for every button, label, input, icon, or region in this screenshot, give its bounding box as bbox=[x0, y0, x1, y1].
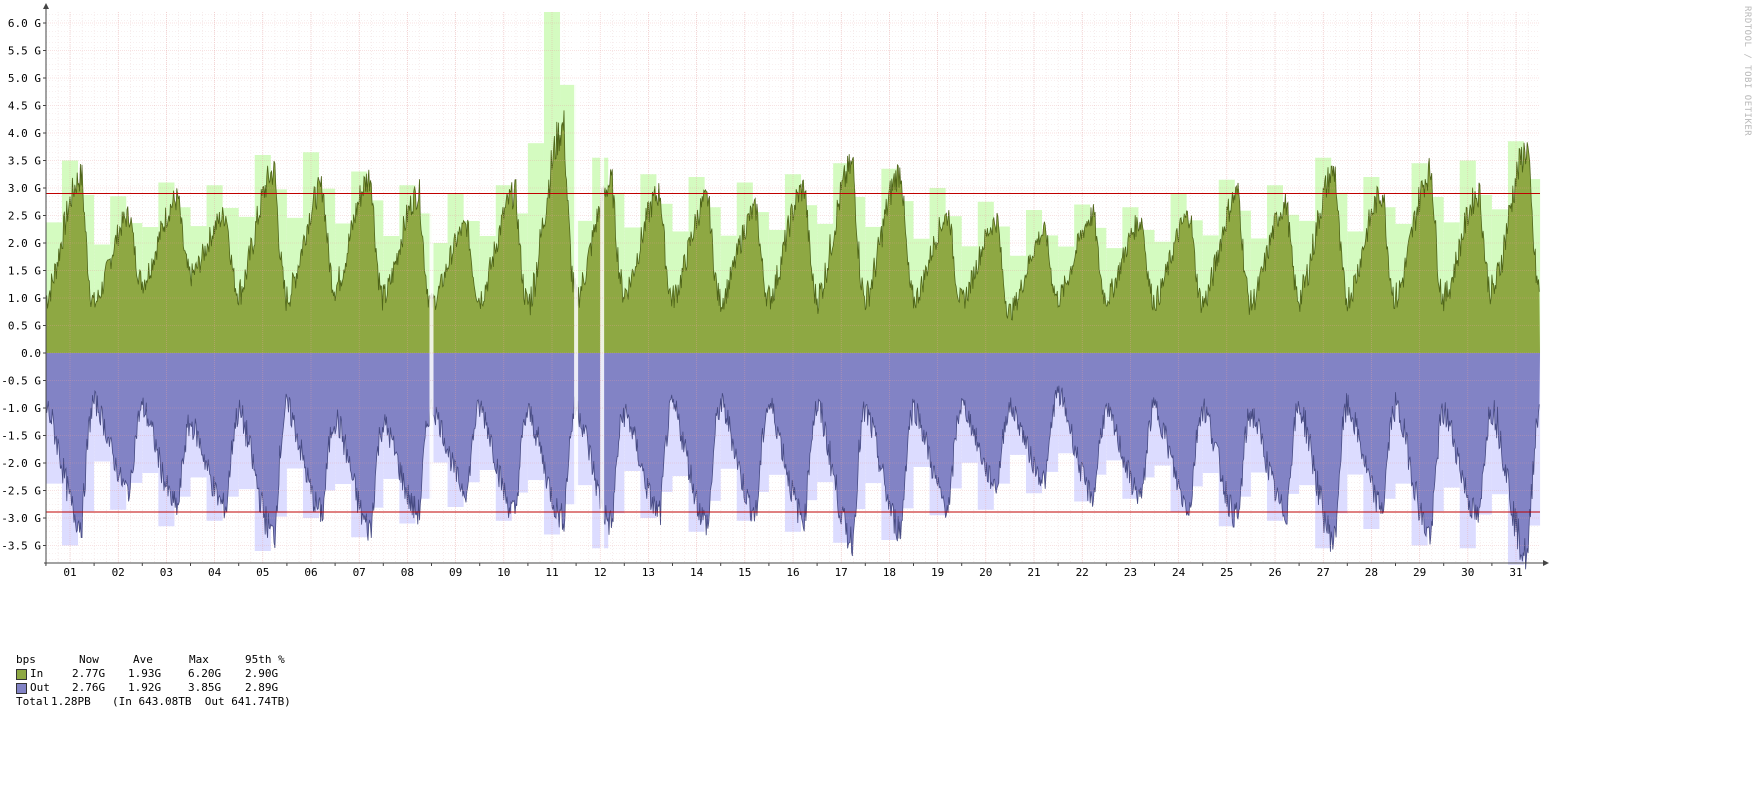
y-axis-arrow bbox=[43, 3, 49, 9]
legend-total-label: Total bbox=[16, 695, 50, 708]
rrdtool-watermark: RRDTOOL / TOBI OETIKER bbox=[1742, 6, 1752, 137]
series-area-in bbox=[46, 110, 1540, 354]
legend-swatch-in bbox=[16, 669, 27, 680]
legend-unit: bps bbox=[16, 653, 36, 666]
legend-total-detail: (In 643.08TB Out 641.74TB) bbox=[112, 695, 291, 708]
x-axis-ticks: 01 02 03 04 05 06 07 08 09 10 11 12 13 14 15 16 17 18 19 20… bbox=[45, 563, 1523, 579]
traffic-chart: 6.0 G 5.5 G 5.0 G 4.5 G 4.0 G 3.5 G 3.0 G 2.5 G… bbox=[1, 3, 1549, 579]
legend-in-p95: 2.90G bbox=[245, 667, 279, 680]
y-axis-ticks: 6.0 G 5.5 G 5.0 G 4.5 G 4.0 G 3.5 G 3.0 G 2.5 G… bbox=[1, 17, 46, 553]
x-tick-label: 03 bbox=[160, 566, 173, 579]
x-axis-arrow bbox=[1543, 560, 1549, 566]
data-gap bbox=[600, 12, 605, 563]
legend-in-ave: 1.93G bbox=[128, 667, 162, 680]
legend-out-max: 3.85G bbox=[188, 681, 222, 694]
y-tick-label: -1.5 G bbox=[1, 430, 41, 443]
y-tick-label: 3.5 G bbox=[8, 155, 41, 168]
legend-in-max: 6.20G bbox=[188, 667, 222, 680]
x-tick-label: 27 bbox=[1317, 566, 1330, 579]
x-tick-label: 05 bbox=[256, 566, 269, 579]
x-tick-label: 09 bbox=[449, 566, 462, 579]
x-tick-label: 08 bbox=[401, 566, 414, 579]
percentile-95-lines bbox=[46, 193, 1540, 513]
y-tick-label: -3.0 G bbox=[1, 512, 41, 525]
series-line-out bbox=[45, 385, 1540, 570]
y-tick-label: 4.5 G bbox=[8, 100, 41, 113]
x-tick-label: 29 bbox=[1413, 566, 1426, 579]
x-tick-label: 20 bbox=[979, 566, 992, 579]
y-tick-label: 1.0 G bbox=[8, 292, 41, 305]
y-tick-label: 2.0 G bbox=[8, 237, 41, 250]
x-tick-label: 13 bbox=[642, 566, 655, 579]
x-tick-label: 14 bbox=[690, 566, 704, 579]
y-tick-label: -2.5 G bbox=[1, 485, 41, 498]
x-tick-label: 02 bbox=[112, 566, 125, 579]
x-tick-label: 26 bbox=[1268, 566, 1281, 579]
x-tick-label: 24 bbox=[1172, 566, 1186, 579]
y-tick-label: 5.0 G bbox=[8, 72, 41, 85]
x-tick-label: 18 bbox=[883, 566, 896, 579]
legend-row-in: In 2.77G 1.93G 6.20G 2.90G bbox=[16, 667, 278, 681]
axes bbox=[43, 3, 1549, 566]
legend-out-ave: 1.92G bbox=[128, 681, 162, 694]
y-tick-label: 0.0 bbox=[21, 347, 41, 360]
legend-header-ave: Ave bbox=[133, 653, 153, 666]
legend-swatch-out bbox=[16, 683, 27, 694]
x-tick-label: 25 bbox=[1220, 566, 1233, 579]
x-tick-label: 15 bbox=[738, 566, 751, 579]
x-tick-label: 01 bbox=[63, 566, 76, 579]
series-areas bbox=[45, 110, 1540, 570]
y-tick-label: -2.0 G bbox=[1, 457, 41, 470]
y-tick-label: 6.0 G bbox=[8, 17, 41, 30]
x-tick-label: 28 bbox=[1365, 566, 1378, 579]
y-tick-label: 3.0 G bbox=[8, 182, 41, 195]
data-gaps bbox=[429, 12, 605, 563]
legend-out-now: 2.76G bbox=[72, 681, 106, 694]
x-tick-label: 31 bbox=[1509, 566, 1522, 579]
x-tick-label: 16 bbox=[786, 566, 799, 579]
x-tick-label: 10 bbox=[497, 566, 510, 579]
y-tick-label: 4.0 G bbox=[8, 127, 41, 140]
legend-row-out: Out 2.76G 1.92G 3.85G 2.89G bbox=[16, 681, 278, 695]
x-tick-label: 23 bbox=[1124, 566, 1137, 579]
legend-header-p95: 95th % bbox=[245, 653, 285, 666]
x-tick-label: 30 bbox=[1461, 566, 1474, 579]
legend-label-in: In bbox=[30, 667, 44, 680]
y-tick-label: -1.0 G bbox=[1, 402, 41, 415]
x-tick-label: 22 bbox=[1076, 566, 1089, 579]
series-line-in bbox=[45, 110, 1540, 321]
legend-label-out: Out bbox=[30, 681, 50, 694]
legend-total-value: 1.28PB bbox=[51, 695, 91, 708]
x-tick-label: 19 bbox=[931, 566, 944, 579]
x-tick-label: 17 bbox=[835, 566, 848, 579]
legend-out-p95: 2.89G bbox=[245, 681, 279, 694]
legend-total-row: Total 1.28PB (In 643.08TB Out 641.74TB) bbox=[16, 695, 291, 709]
x-tick-label: 21 bbox=[1027, 566, 1040, 579]
y-tick-label: 2.5 G bbox=[8, 210, 41, 223]
x-tick-label: 06 bbox=[304, 566, 317, 579]
y-tick-label: -0.5 G bbox=[1, 375, 41, 388]
major-grid bbox=[46, 12, 1540, 563]
x-tick-label: 11 bbox=[545, 566, 558, 579]
y-tick-label: 1.5 G bbox=[8, 265, 41, 278]
data-gap bbox=[574, 12, 579, 563]
legend-header-max: Max bbox=[189, 653, 209, 666]
x-tick-label: 12 bbox=[594, 566, 607, 579]
legend-in-now: 2.77G bbox=[72, 667, 106, 680]
legend-header-now: Now bbox=[79, 653, 99, 666]
y-tick-label: 0.5 G bbox=[8, 320, 41, 333]
y-tick-label: 5.5 G bbox=[8, 45, 41, 58]
legend: bps Now Ave Max 95th % In 2.77G 1.93G 6.… bbox=[16, 653, 291, 709]
x-tick-label: 07 bbox=[353, 566, 366, 579]
data-gap bbox=[429, 12, 434, 563]
legend-header-row: bps Now Ave Max 95th % bbox=[16, 653, 285, 667]
x-tick-label: 04 bbox=[208, 566, 222, 579]
y-tick-label: -3.5 G bbox=[1, 540, 41, 553]
